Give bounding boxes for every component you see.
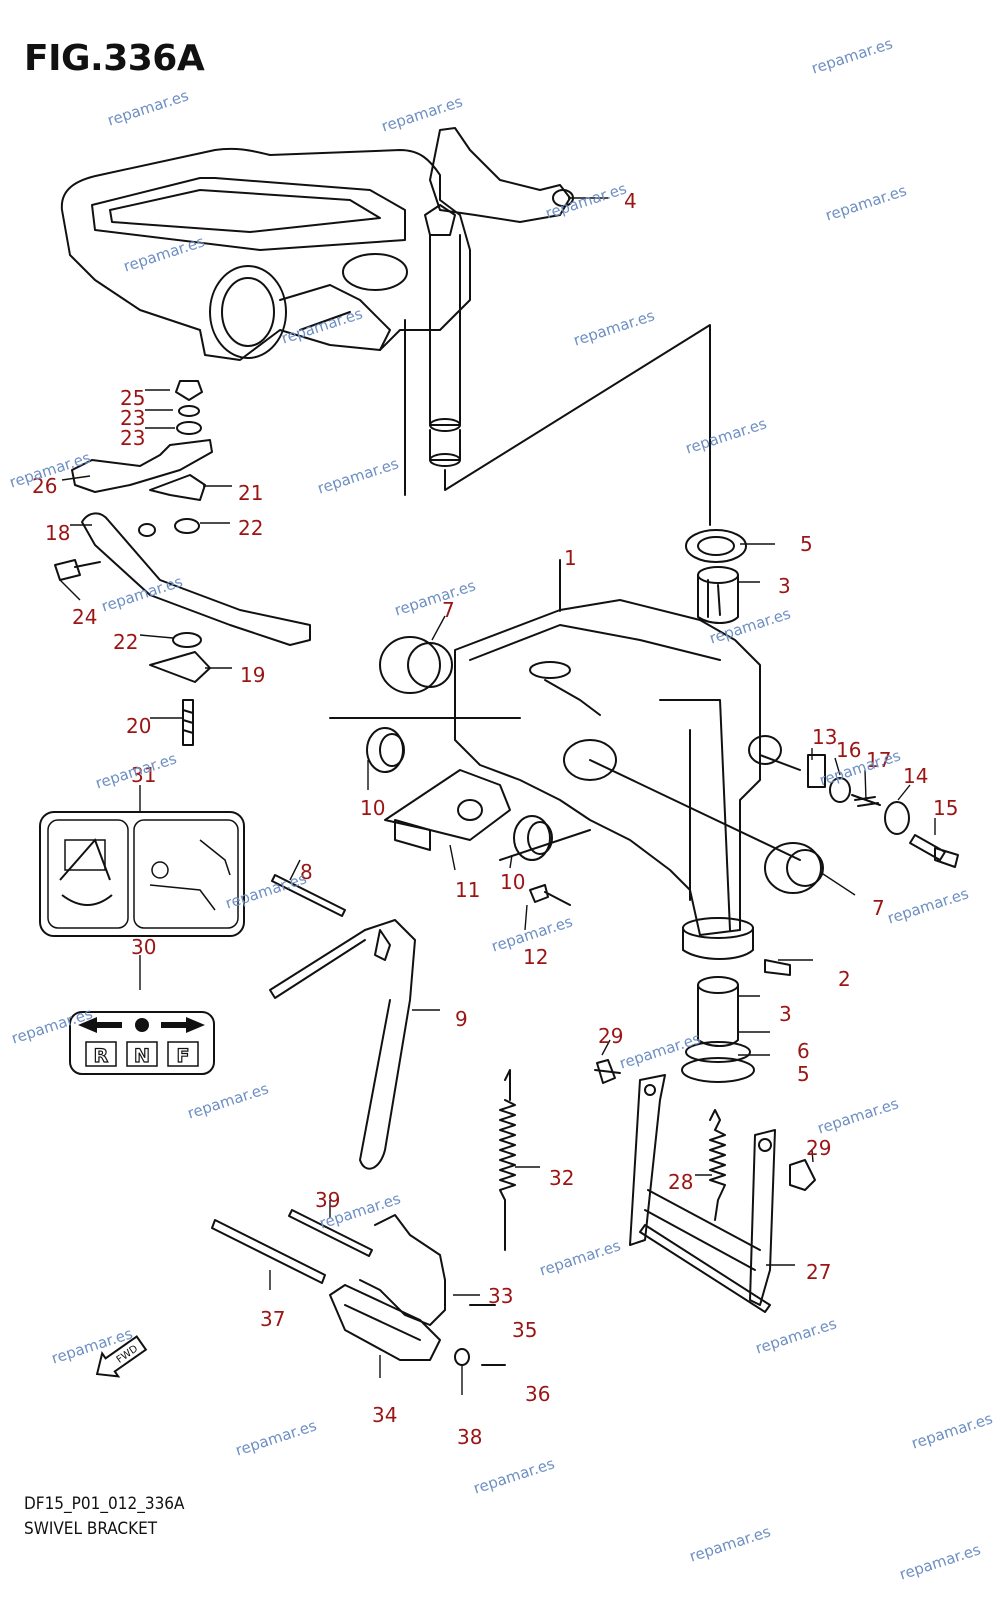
callout-7: 7: [442, 598, 455, 622]
sign-letter-r: R: [94, 1045, 109, 1067]
callout-29: 29: [598, 1024, 624, 1048]
callout-21: 21: [238, 481, 264, 505]
caution-decal-31: [39, 811, 245, 937]
callout-30: 30: [131, 935, 157, 959]
callout-8: 8: [300, 860, 313, 884]
callout-35: 35: [512, 1318, 538, 1342]
tilt-stay-parts: [54, 380, 311, 746]
callout-29: 29: [806, 1136, 832, 1160]
callout-22: 22: [238, 516, 264, 540]
callout-1: 1: [564, 546, 577, 570]
callout-23: 23: [120, 426, 146, 450]
swivel-bracket-body: [329, 559, 801, 960]
callout-31: 31: [131, 763, 157, 787]
callout-10: 10: [500, 870, 526, 894]
callout-11: 11: [455, 878, 481, 902]
callout-32: 32: [549, 1166, 575, 1190]
callout-14: 14: [903, 764, 929, 788]
callout-17: 17: [866, 748, 892, 772]
callout-16: 16: [836, 738, 862, 762]
callout-4: 4: [624, 189, 637, 213]
callout-5: 5: [797, 1062, 810, 1086]
callout-37: 37: [260, 1307, 286, 1331]
shift-lever-group: [211, 1209, 506, 1366]
springs: [499, 1069, 726, 1251]
clamp-bracket-part: [60, 127, 711, 526]
sign-letter-f: F: [177, 1045, 190, 1067]
callout-22: 22: [113, 630, 139, 654]
callout-10: 10: [360, 796, 386, 820]
callout-3: 3: [778, 574, 791, 598]
shift-rod-parts: [269, 874, 416, 1170]
callout-15: 15: [933, 796, 959, 820]
shift-direction-sign-30: R N F: [69, 1011, 215, 1075]
callout-38: 38: [457, 1425, 483, 1449]
figure-code: DF15_P01_012_336A: [24, 1494, 185, 1514]
callout-24: 24: [72, 605, 98, 629]
callout-6: 6: [797, 1039, 810, 1063]
callout-2: 2: [838, 967, 851, 991]
callout-20: 20: [126, 714, 152, 738]
figure-caption: SWIVEL BRACKET: [24, 1519, 158, 1539]
callout-25: 25: [120, 386, 146, 410]
figure-title: FIG.336A: [24, 38, 205, 79]
callout-3: 3: [779, 1002, 792, 1026]
callout-34: 34: [372, 1403, 398, 1427]
bushings-and-washers: [366, 529, 959, 1083]
callout-28: 28: [668, 1170, 694, 1194]
callout-33: 33: [488, 1284, 514, 1308]
sign-letter-n: N: [134, 1045, 150, 1067]
callout-26: 26: [32, 474, 58, 498]
callout-19: 19: [240, 663, 266, 687]
callout-5: 5: [800, 532, 813, 556]
callout-9: 9: [455, 1007, 468, 1031]
callout-39: 39: [315, 1188, 341, 1212]
leader-lines: [59, 197, 936, 1395]
callout-7: 7: [872, 896, 885, 920]
tilt-support: [594, 1059, 816, 1313]
callout-27: 27: [806, 1260, 832, 1284]
callout-23: 23: [120, 406, 146, 430]
callout-36: 36: [525, 1382, 551, 1406]
callout-13: 13: [812, 725, 838, 749]
callout-18: 18: [45, 521, 71, 545]
callout-12: 12: [523, 945, 549, 969]
